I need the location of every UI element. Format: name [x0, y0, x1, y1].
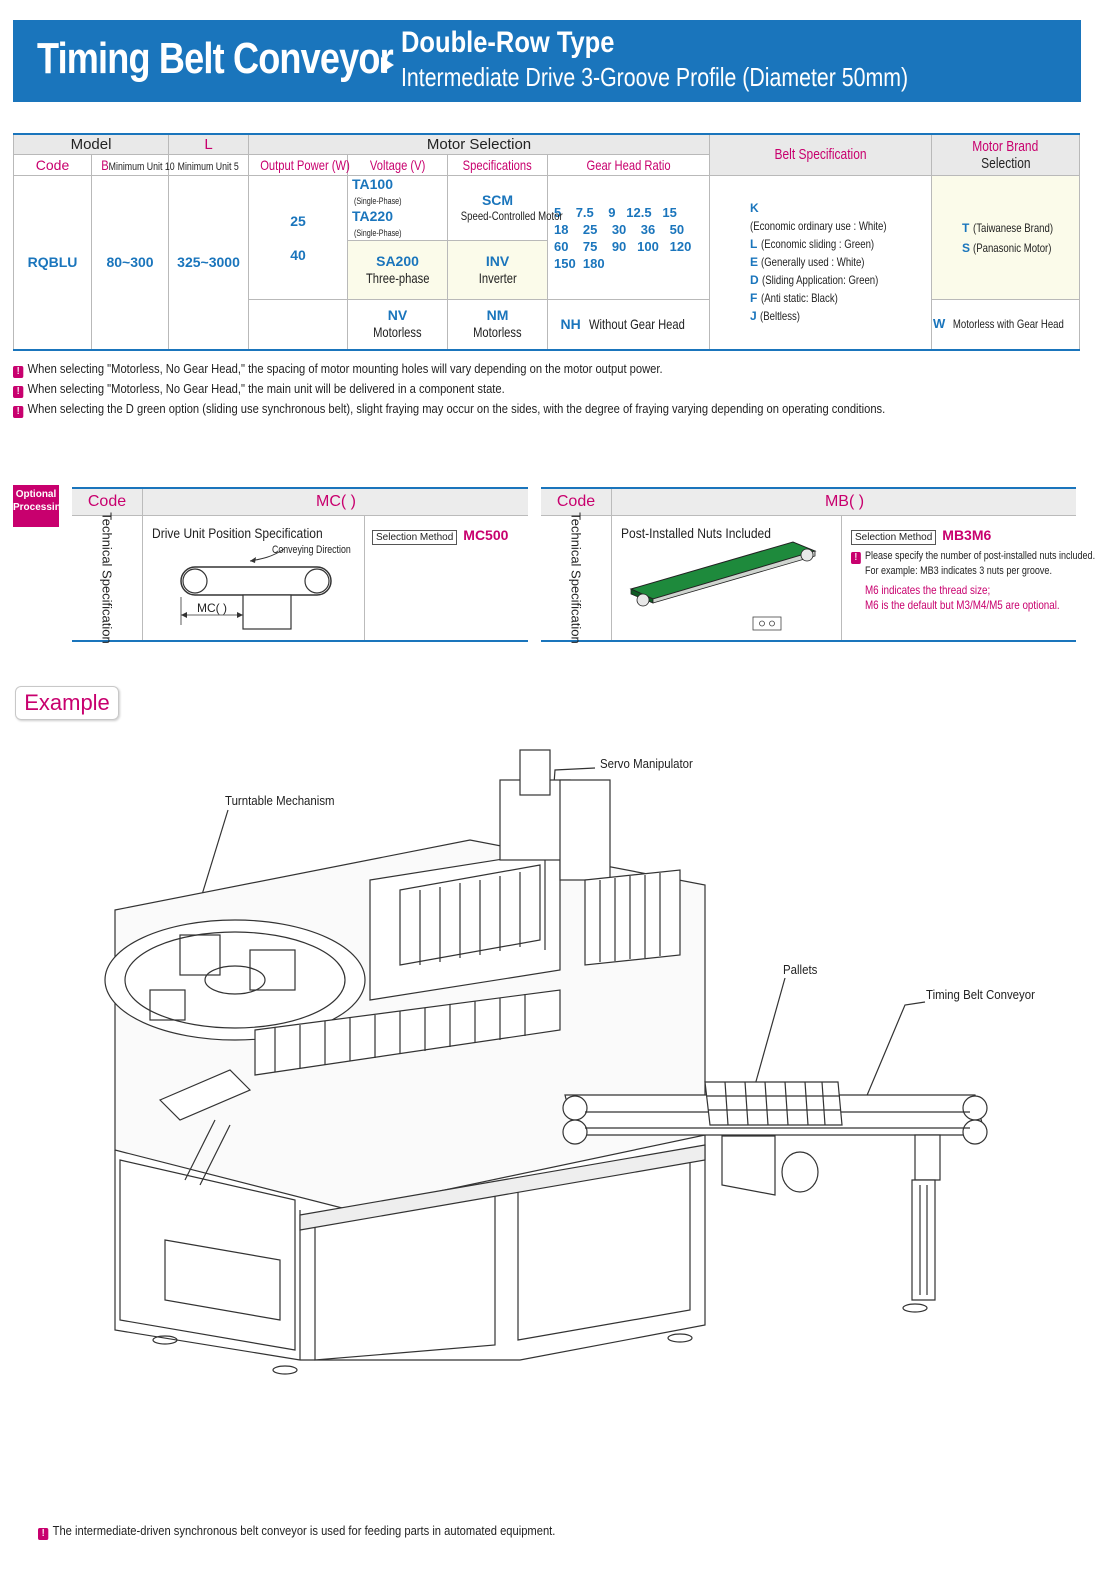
mc-conveying-direction: Conveying Direction [272, 544, 351, 556]
spec-scm: SCM Speed-Controlled Motor [447, 175, 563, 241]
mb-code-header: Code [556, 493, 596, 510]
voltage-ta: TA100(Single-Phase) TA220(Single-Phase) [347, 175, 449, 241]
example-badge: Example [15, 686, 119, 720]
belt-option-j: J (Beltless) [750, 309, 801, 324]
header-motor-selection: Motor Selection [248, 133, 711, 155]
callout-servo-manipulator: Servo Manipulator [600, 756, 693, 771]
warning-icon: ! [851, 552, 861, 564]
belt-option-e: E (Generally used : White) [750, 255, 865, 270]
header-B: BMinimum Unit 10 [90, 154, 175, 176]
mc-code-header: Code [87, 493, 127, 510]
header-belt-spec: Belt Specification [709, 133, 933, 176]
warning-icon: ! [38, 1528, 49, 1540]
belt-option-l: L (Economic sliding : Green) [750, 237, 874, 252]
warning-icon: ! [13, 366, 24, 378]
example-footer-note: !The intermediate-driven synchronous bel… [38, 1523, 555, 1540]
mb-title: Post-Installed Nuts Included [621, 525, 771, 541]
specification-table: Model L Motor Selection Belt Specificati… [12, 133, 1081, 351]
callout-pallets: Pallets [783, 962, 818, 977]
output-power-empty [248, 299, 349, 351]
mc-value-header: MC( ) [142, 489, 529, 515]
mc-tech-spec-label: Technical Specification [99, 512, 115, 644]
header-gear-head-ratio: Gear Head Ratio [547, 154, 711, 176]
conveyor-nuts-diagram [629, 541, 817, 631]
mc-dimension-label: MC( ) [197, 601, 227, 615]
belt-spec-list: K (Economic ordinary use : White) L (Eco… [709, 175, 933, 351]
triangle-arrow-icon [381, 57, 394, 73]
brand-option-s: S (Panasonic Motor) [962, 240, 1052, 255]
b-range: 80~300 [90, 175, 170, 351]
note-2: !When selecting "Motorless, No Gear Head… [13, 381, 505, 398]
warning-icon: ! [13, 406, 24, 418]
header-code: Code [13, 154, 92, 176]
drive-unit-diagram [180, 548, 332, 630]
option-mb-box: Code MB( ) Technical Specification Post-… [541, 487, 1095, 644]
header-specifications: Specifications [447, 154, 549, 176]
header-voltage: Voltage (V) [347, 154, 449, 176]
header-L: L [168, 133, 250, 155]
header-output-power: Output Power (W) [248, 154, 350, 176]
mc-title: Drive Unit Position Specification [152, 525, 323, 541]
note-1: !When selecting "Motorless, No Gear Head… [13, 361, 663, 378]
header-model: Model [12, 133, 170, 155]
header-L-unit: Minimum Unit 5 [168, 154, 250, 176]
voltage-nv: NV Motorless [347, 299, 449, 351]
note-3: !When selecting the D green option (slid… [13, 401, 885, 418]
mb-notes: !Please specify the number of post-insta… [851, 549, 1095, 613]
belt-option-f: F (Anti static: Black) [750, 291, 838, 306]
spec-nm: NM Motorless [447, 299, 549, 351]
page-title: Timing Belt Conveyor [37, 34, 394, 83]
page-subtitle-detail: Intermediate Drive 3-Groove Profile (Dia… [401, 62, 909, 92]
model-code: RQBLU [13, 175, 92, 351]
option-mc-box: Code MC( ) Technical Specification Drive… [72, 487, 529, 644]
spec-inv: INV Inverter [447, 240, 549, 300]
equipment-illustration [104, 749, 988, 1375]
belt-option-k: K (Economic ordinary use : White) [750, 201, 887, 234]
voltage-sa200: SA200 Three-phase [347, 240, 449, 300]
brand-option-t: T (Taiwanese Brand) [962, 220, 1053, 235]
page-subtitle: Double-Row Type [401, 26, 615, 59]
mb-value-header: MB( ) [611, 489, 1077, 515]
warning-icon: ! [13, 386, 24, 398]
motor-brand-list: T (Taiwanese Brand) S (Panasonic Motor) [931, 175, 1081, 300]
header-banner: Timing Belt Conveyor Double-Row Type Int… [13, 20, 1081, 102]
mb-tech-spec-label: Technical Specification [568, 512, 584, 644]
belt-option-d: D (Sliding Application: Green) [750, 273, 879, 288]
l-range: 325~3000 [168, 175, 250, 351]
callout-turntable: Turntable Mechanism [225, 793, 335, 808]
callout-timing-belt-conveyor: Timing Belt Conveyor [926, 987, 1035, 1002]
